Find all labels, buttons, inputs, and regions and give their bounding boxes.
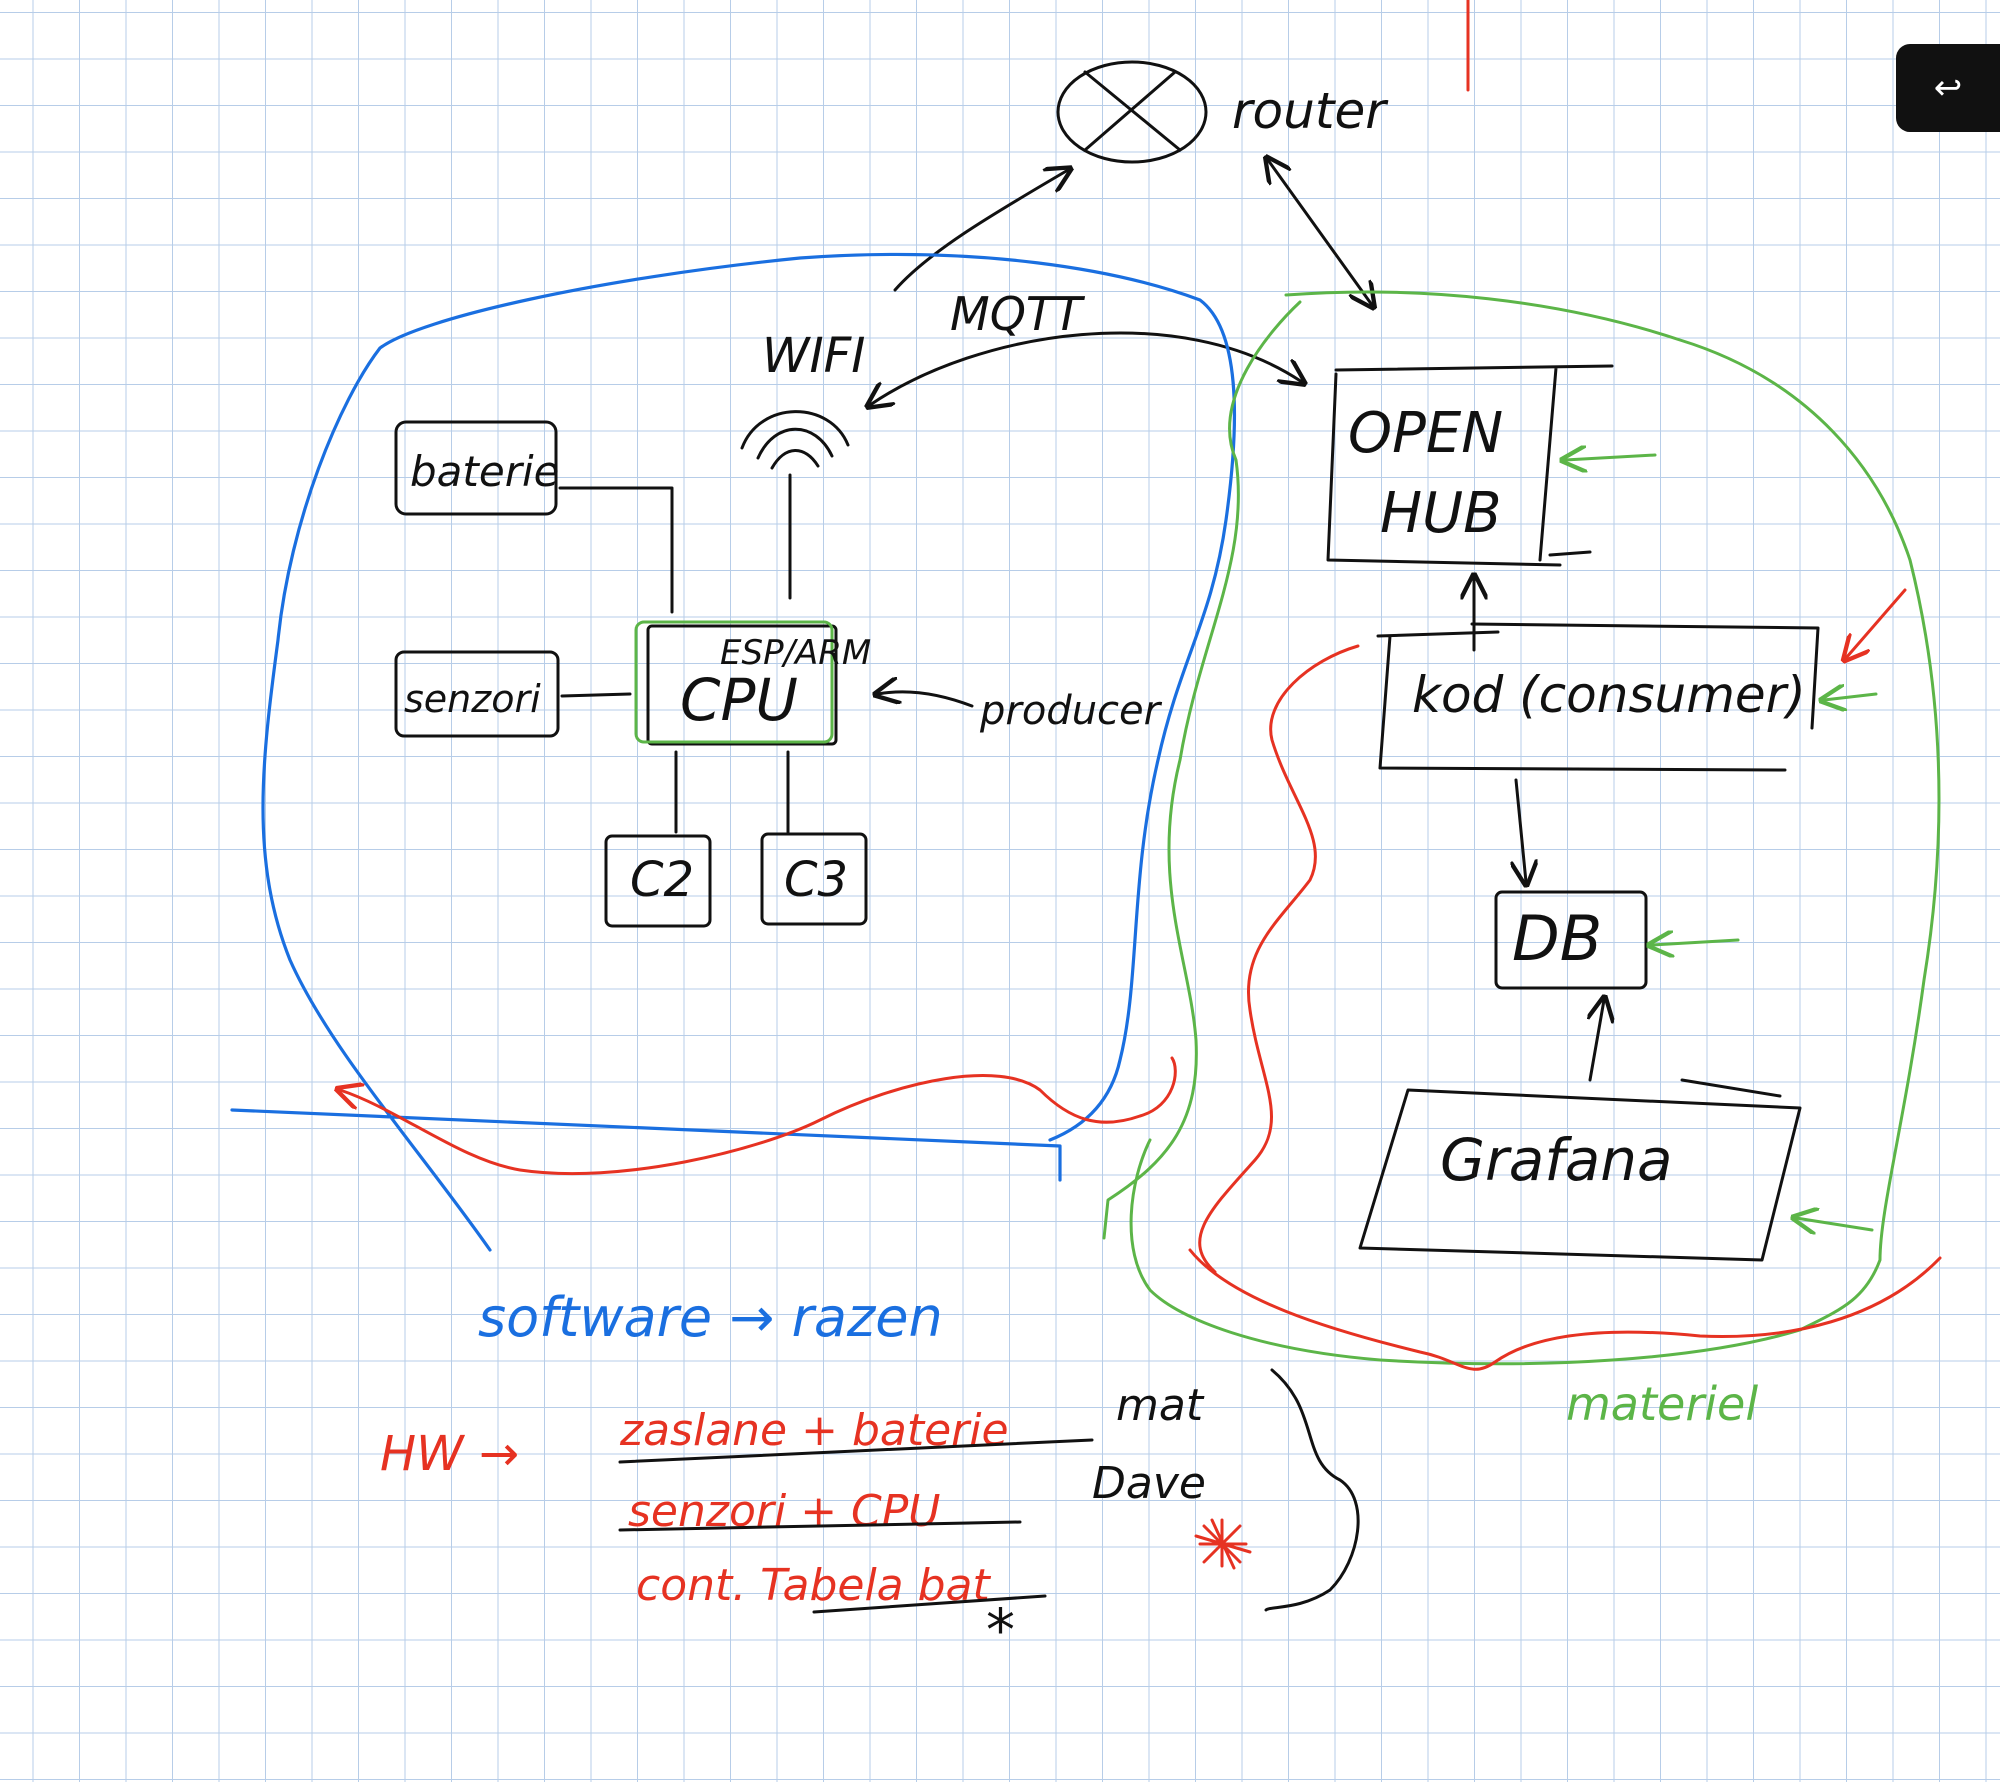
undo-icon: ↩ (1933, 68, 1963, 108)
producer-label: producer (979, 688, 1163, 734)
grafana-box-extra (1680, 1078, 1782, 1098)
wifi-icon (740, 410, 850, 470)
open-label: OPEN (1348, 401, 1503, 466)
software-boundary (230, 252, 1237, 1252)
open-hub-box (1326, 364, 1614, 567)
esp-label: ESP/ARM (720, 633, 871, 673)
cpu-box (646, 624, 838, 746)
hw-line1: zaslane + baterie (619, 1405, 1009, 1456)
baterie-box (394, 420, 558, 516)
router-ellipse (1056, 60, 1208, 164)
kod-red-arrow (1846, 588, 1907, 658)
senzori-box (394, 650, 560, 738)
router-node: router (1056, 60, 1389, 164)
router-x-icon (1083, 70, 1182, 152)
asterisk-note: * (986, 1596, 1015, 1664)
red-splat-icon (1194, 1518, 1252, 1570)
c3-box (760, 832, 868, 926)
grafana-green-arrow (1796, 1218, 1874, 1230)
kod-db-arrow (1516, 778, 1526, 882)
cpu-label: CPU (680, 666, 798, 734)
router-label: router (1232, 82, 1389, 140)
cpu-green-outline (634, 620, 834, 744)
side-note-mat: mat (1116, 1380, 1205, 1431)
senzori-label: senzori (404, 677, 541, 721)
software-note: software → razen (478, 1286, 943, 1349)
hw-prefix: HW → (380, 1426, 519, 1482)
baterie-label: baterie (410, 447, 559, 496)
kod-green-arrow (1824, 694, 1878, 700)
grafana-box (1358, 1088, 1802, 1262)
router-hub-arrow (1268, 160, 1372, 305)
mqtt-arrow (870, 331, 1302, 405)
notes-brace (1264, 1368, 1360, 1612)
c2-box (604, 834, 712, 928)
wifi-router-arrow (893, 170, 1068, 292)
materiel-boundary (1102, 290, 1941, 1366)
hub-green-arrow (1565, 455, 1657, 460)
db-label: DB (1512, 902, 1602, 975)
c3-label: C3 (784, 852, 848, 908)
materiel-note: materiel (1566, 1377, 1758, 1431)
side-note-dave: Dave (1092, 1458, 1206, 1509)
grafana-db-arrow (1590, 1000, 1604, 1082)
cpu-senzori-line (560, 692, 632, 698)
c2-label: C2 (630, 852, 694, 908)
red-boundary-bottom (340, 1056, 1177, 1176)
producer-arrow (878, 692, 974, 708)
grafana-label: Grafana (1440, 1126, 1673, 1194)
mqtt-label: MQTT (950, 287, 1086, 341)
baterie-cpu-line (558, 486, 674, 614)
hub-label: HUB (1380, 481, 1502, 546)
kod-label: kod (consumer) (1412, 666, 1806, 724)
hw-line3-underline (812, 1594, 1047, 1614)
red-boundary-inner (1198, 644, 1360, 1274)
kod-box (1376, 622, 1820, 772)
wifi-label: WIFI (762, 328, 865, 384)
cpu-children-lines (674, 750, 790, 834)
hw-line2-underline (618, 1520, 1022, 1532)
db-green-arrow (1652, 940, 1740, 945)
hw-line1-underline (618, 1438, 1094, 1464)
red-boundary-right (1188, 1248, 1942, 1371)
undo-button[interactable]: ↩ (1896, 44, 2000, 132)
